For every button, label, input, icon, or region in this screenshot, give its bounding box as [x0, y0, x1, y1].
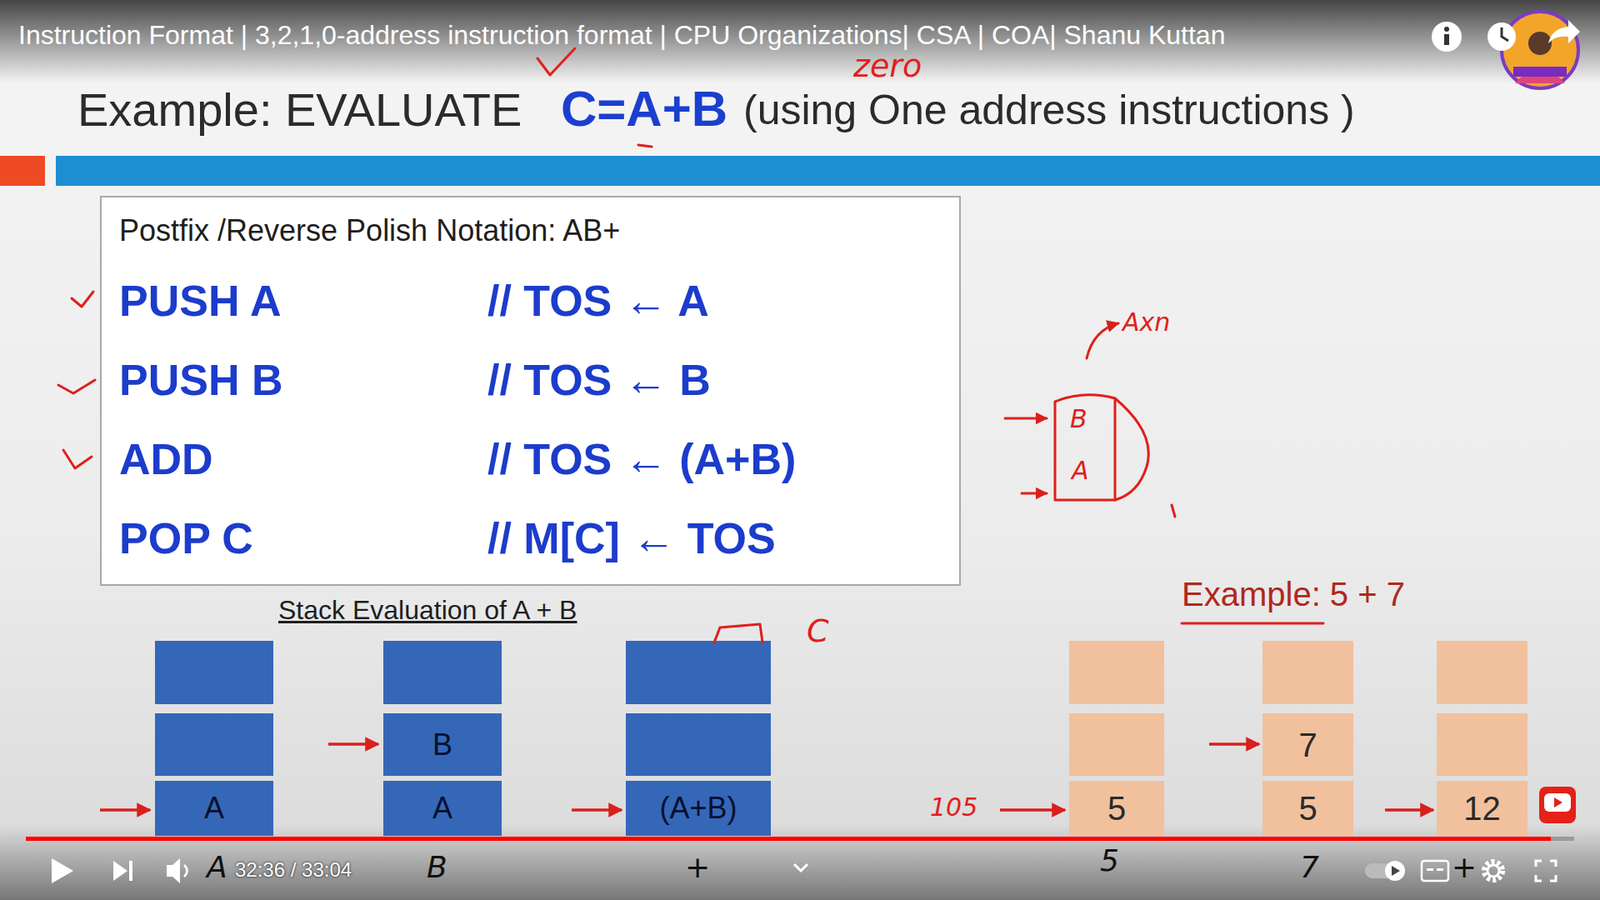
instruction: PUSH B [119, 355, 283, 406]
handwritten-letter: A [1071, 456, 1090, 486]
heading-note: (using One address instructions ) [743, 86, 1355, 135]
accent-block [0, 155, 45, 186]
info-icon [1431, 21, 1462, 52]
instruction-comment: // TOS ← A [487, 276, 710, 327]
empty-stack-cells [1069, 640, 1528, 776]
stack-cell: A [155, 780, 274, 836]
instruction-comment: // TOS ← (A+B) [487, 435, 796, 485]
handwritten-letter: B [1070, 405, 1088, 435]
cell-value: A [432, 790, 453, 825]
instruction-comment: // TOS ← B [487, 355, 711, 406]
stack-cell: (A+B) [625, 780, 771, 836]
handwritten-note: 105 [930, 793, 978, 823]
empty-stack-cells [155, 640, 771, 776]
stack-cell: B [383, 713, 502, 776]
cell-value: A [204, 790, 225, 825]
handwritten-note: Axn [1122, 308, 1170, 338]
instruction: ADD [119, 435, 214, 485]
watch-later-icon [1487, 22, 1516, 51]
instruction: PUSH A [119, 276, 282, 327]
instruction: POP C [119, 514, 254, 565]
accent-bar [55, 155, 1600, 186]
cell-value: B [432, 727, 453, 762]
progress-bar [25, 836, 1551, 841]
video-time: 32:36 / 33:04 [235, 858, 352, 882]
video-title: Instruction Format | 3,2,1,0-address ins… [18, 20, 1225, 51]
slide-heading: Example: EVALUATE [77, 83, 522, 137]
input-symbol: A [206, 850, 228, 885]
input-symbol: B [426, 850, 448, 885]
cell-value: 5 [1107, 789, 1126, 828]
input-symbol: + [1451, 850, 1477, 885]
stack-cell: 5 [1069, 780, 1165, 836]
cell-value: (A+B) [659, 790, 737, 825]
cell-value: 5 [1298, 789, 1317, 828]
instruction-box: Postfix /Reverse Polish Notation: AB+ PUS… [100, 195, 961, 586]
cell-value: 7 [1298, 725, 1317, 765]
input-symbol: + [685, 850, 710, 885]
channel-avatar [1501, 11, 1579, 89]
hand-annotations [58, 48, 1324, 643]
expression: C=A+B [560, 80, 728, 138]
example-heading: Example: 5 + 7 [1181, 575, 1405, 614]
progress-track [25, 836, 1575, 841]
handwritten-correction: zero [853, 48, 922, 85]
input-symbol: 7 [1300, 850, 1320, 885]
instruction-comment: // M[C] ← TOS [487, 514, 776, 565]
share-icon [1548, 20, 1580, 44]
input-symbol: 5 [1100, 843, 1120, 878]
stack-cell: 7 [1262, 713, 1354, 776]
notation-text: Postfix /Reverse Polish Notation: AB+ [119, 213, 620, 248]
cell-value: 12 [1463, 789, 1501, 828]
stack-cell: 12 [1436, 780, 1528, 836]
bottom-shade [0, 825, 1600, 900]
top-shade [0, 0, 1600, 84]
player-controls [51, 858, 1556, 884]
stack-cell: A [383, 780, 502, 836]
handwritten-letter: C [806, 613, 830, 650]
stack-caption: Stack Evaluation of A + B [278, 595, 577, 626]
subscribe-icon [1539, 786, 1576, 824]
stack-cell: 5 [1262, 780, 1354, 836]
